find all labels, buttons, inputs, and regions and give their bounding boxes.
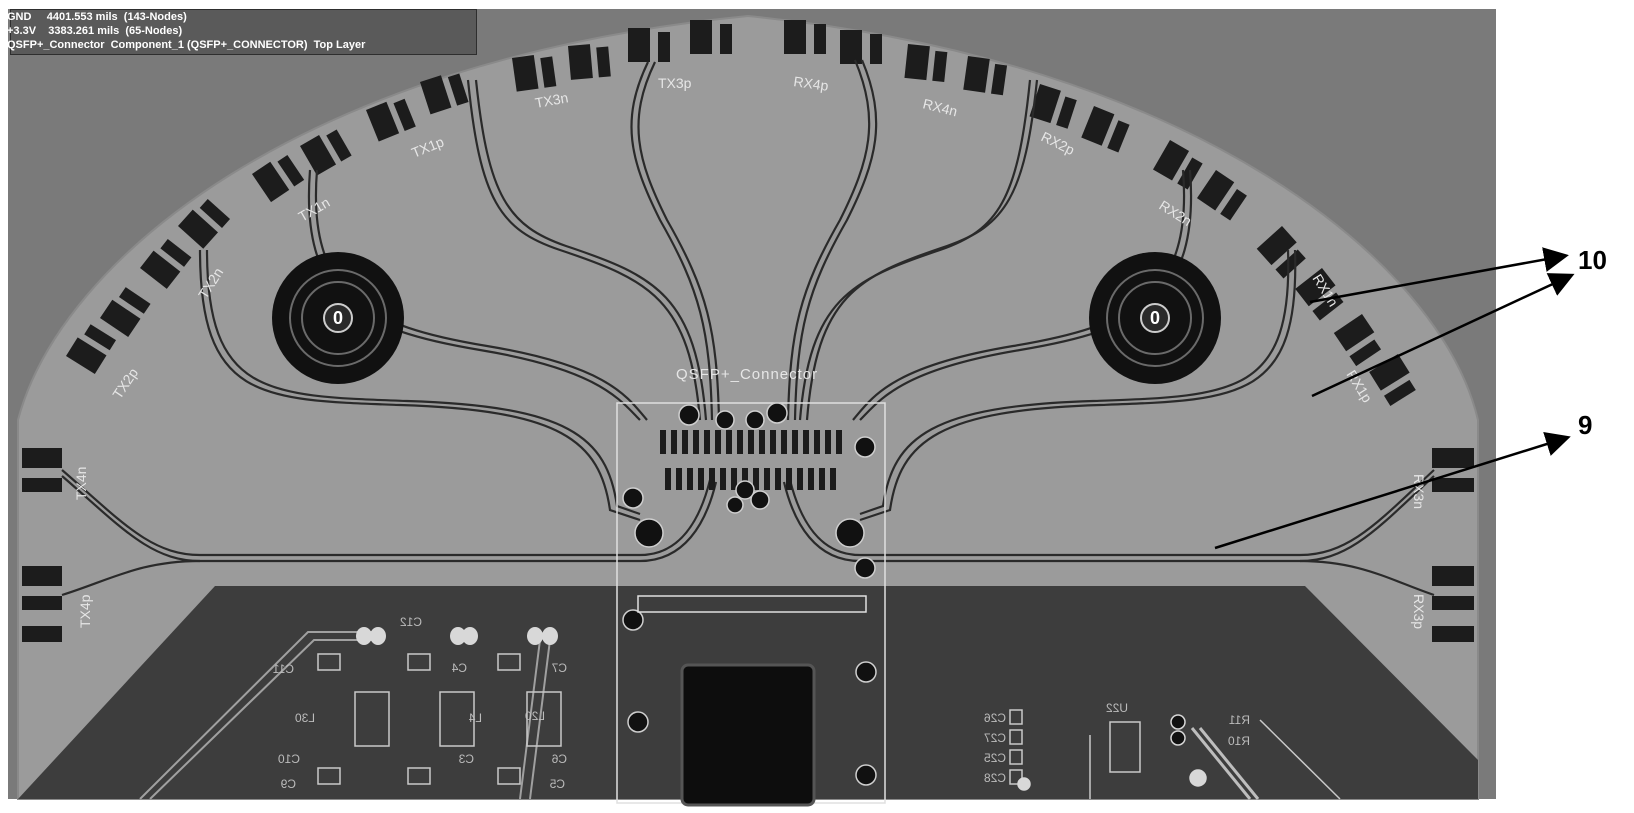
- net-label-tx4p: TX4p: [77, 594, 93, 628]
- net-label-tx4n: TX4n: [73, 467, 89, 500]
- refdes-c5: C5: [549, 777, 565, 791]
- refdes-r10: R10: [1228, 734, 1250, 748]
- arrow-10-lower: [1311, 273, 1575, 398]
- net-label-tx3p: TX3p: [658, 75, 692, 91]
- info-line-gnd: GND 4401.553 mils (143-Nodes): [7, 11, 187, 23]
- refdes-c25: C25: [984, 751, 1006, 765]
- refdes-l4: L4: [468, 711, 482, 725]
- connector-pad-rows: [660, 430, 842, 490]
- connector-body: [680, 663, 816, 807]
- net-label-tx3n: TX3n: [534, 89, 570, 111]
- info-line-component: QSFP+_Connector Component_1 (QSFP+_CONNE…: [7, 39, 366, 51]
- refdes-c7: C7: [551, 661, 567, 675]
- net-info-panel: GND 4401.553 mils (143-Nodes) +3.3V 3383…: [7, 9, 477, 55]
- callout-label-10: 10: [1578, 245, 1607, 275]
- refdes-l20: L20: [525, 709, 545, 723]
- hole-right-label: 0: [1150, 308, 1160, 328]
- hole-left-label: 0: [333, 308, 343, 328]
- callout-arrows: [1214, 247, 1575, 550]
- lower-left-pads: [356, 627, 558, 645]
- refdes-u22: U22: [1106, 701, 1128, 715]
- refdes-c28: C28: [984, 771, 1006, 785]
- lower-left-components: [139, 631, 562, 800]
- mounting-hole-left: [272, 252, 404, 384]
- callout-label-9: 9: [1578, 410, 1593, 440]
- vias: [622, 402, 877, 786]
- arrow-10-upper: [1309, 247, 1569, 304]
- refdes-c9: C9: [280, 777, 296, 791]
- refdes-c10: C10: [278, 752, 300, 766]
- mounting-hole-right: [1089, 252, 1221, 384]
- refdes-c27: C27: [984, 731, 1006, 745]
- component-label: QSFP+_Connector: [676, 366, 818, 383]
- connector-shield-outline: [637, 595, 867, 613]
- refdes-c6: C6: [551, 752, 567, 766]
- refdes-c26: C26: [984, 711, 1006, 725]
- arrow-9: [1214, 432, 1571, 550]
- differential-traces: [61, 59, 1435, 597]
- refdes-r11: R11: [1229, 713, 1250, 727]
- lower-right-components: [1009, 709, 1341, 800]
- rim-pad-clusters: [22, 20, 1474, 642]
- refdes-l30: L30: [295, 711, 315, 725]
- refdes-c12: C12: [400, 615, 422, 629]
- net-label-rx4p: RX4p: [793, 73, 830, 94]
- refdes-c3: C3: [458, 752, 474, 766]
- refdes-c4: C4: [451, 661, 467, 675]
- net-label-rx3n: RX3n: [1411, 474, 1427, 509]
- refdes-c11: C11: [273, 662, 294, 676]
- info-line-3v3: +3.3V 3383.261 mils (65-Nodes): [7, 25, 183, 37]
- lower-right-pads: [1017, 714, 1207, 791]
- net-label-rx3p: RX3p: [1411, 594, 1427, 629]
